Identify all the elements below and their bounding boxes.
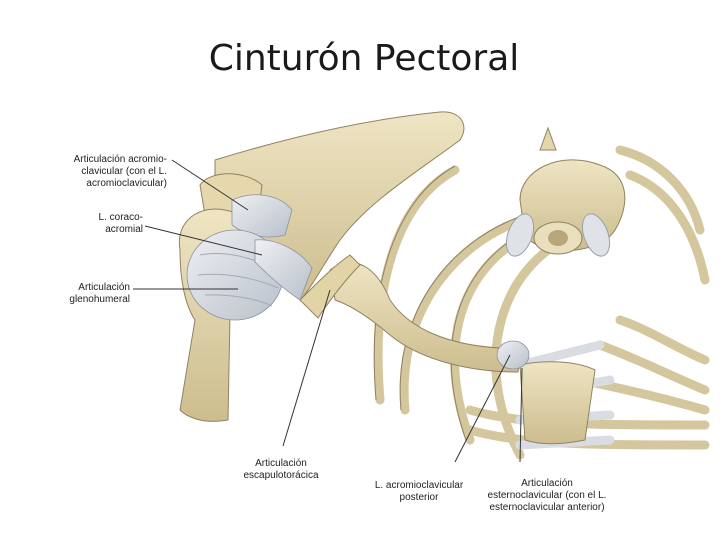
label-line: glenohumeral <box>69 294 130 305</box>
sternoclavicular-ligament <box>496 340 530 370</box>
label-acromioclavicular-joint: Articulación acromio- clavicular (con el… <box>55 154 167 190</box>
vertebra <box>505 126 626 257</box>
label-line: esternoclavicular anterior) <box>489 502 605 513</box>
leader-lines <box>133 159 523 463</box>
label-line: Articulación <box>255 458 307 469</box>
label-scapulothoracic-joint: Articulación escapulotorácica <box>222 458 340 482</box>
slide-title: Cinturón Pectoral <box>208 38 520 79</box>
label-line: escapulotorácica <box>243 470 319 481</box>
label-line: Articulación acromio- <box>73 154 167 165</box>
label-line: acromial <box>105 224 143 235</box>
label-line: Articulación <box>521 478 573 489</box>
label-line: posterior <box>399 492 439 503</box>
label-glenohumeral-joint: Articulación glenohumeral <box>50 282 130 306</box>
label-sternoclavicular-joint: Articulación esternoclavicular (con el L… <box>474 478 620 514</box>
label-line: acromioclavicular) <box>86 178 167 189</box>
label-line: L. acromioclavicular <box>374 480 464 491</box>
label-posterior-acromioclavicular-ligament: L. acromioclavicular posterior <box>360 480 478 504</box>
coracoacromial-ligament <box>254 239 313 301</box>
label-line: clavicular (con el L. <box>81 166 167 177</box>
clavicle <box>329 262 521 373</box>
label-coracoacromial-ligament: L. coraco- acromial <box>60 212 143 236</box>
label-line: Articulación <box>78 282 130 293</box>
label-line: L. coraco- <box>98 212 143 223</box>
sternum <box>519 361 596 445</box>
label-line: esternoclavicular (con el L. <box>487 490 607 501</box>
